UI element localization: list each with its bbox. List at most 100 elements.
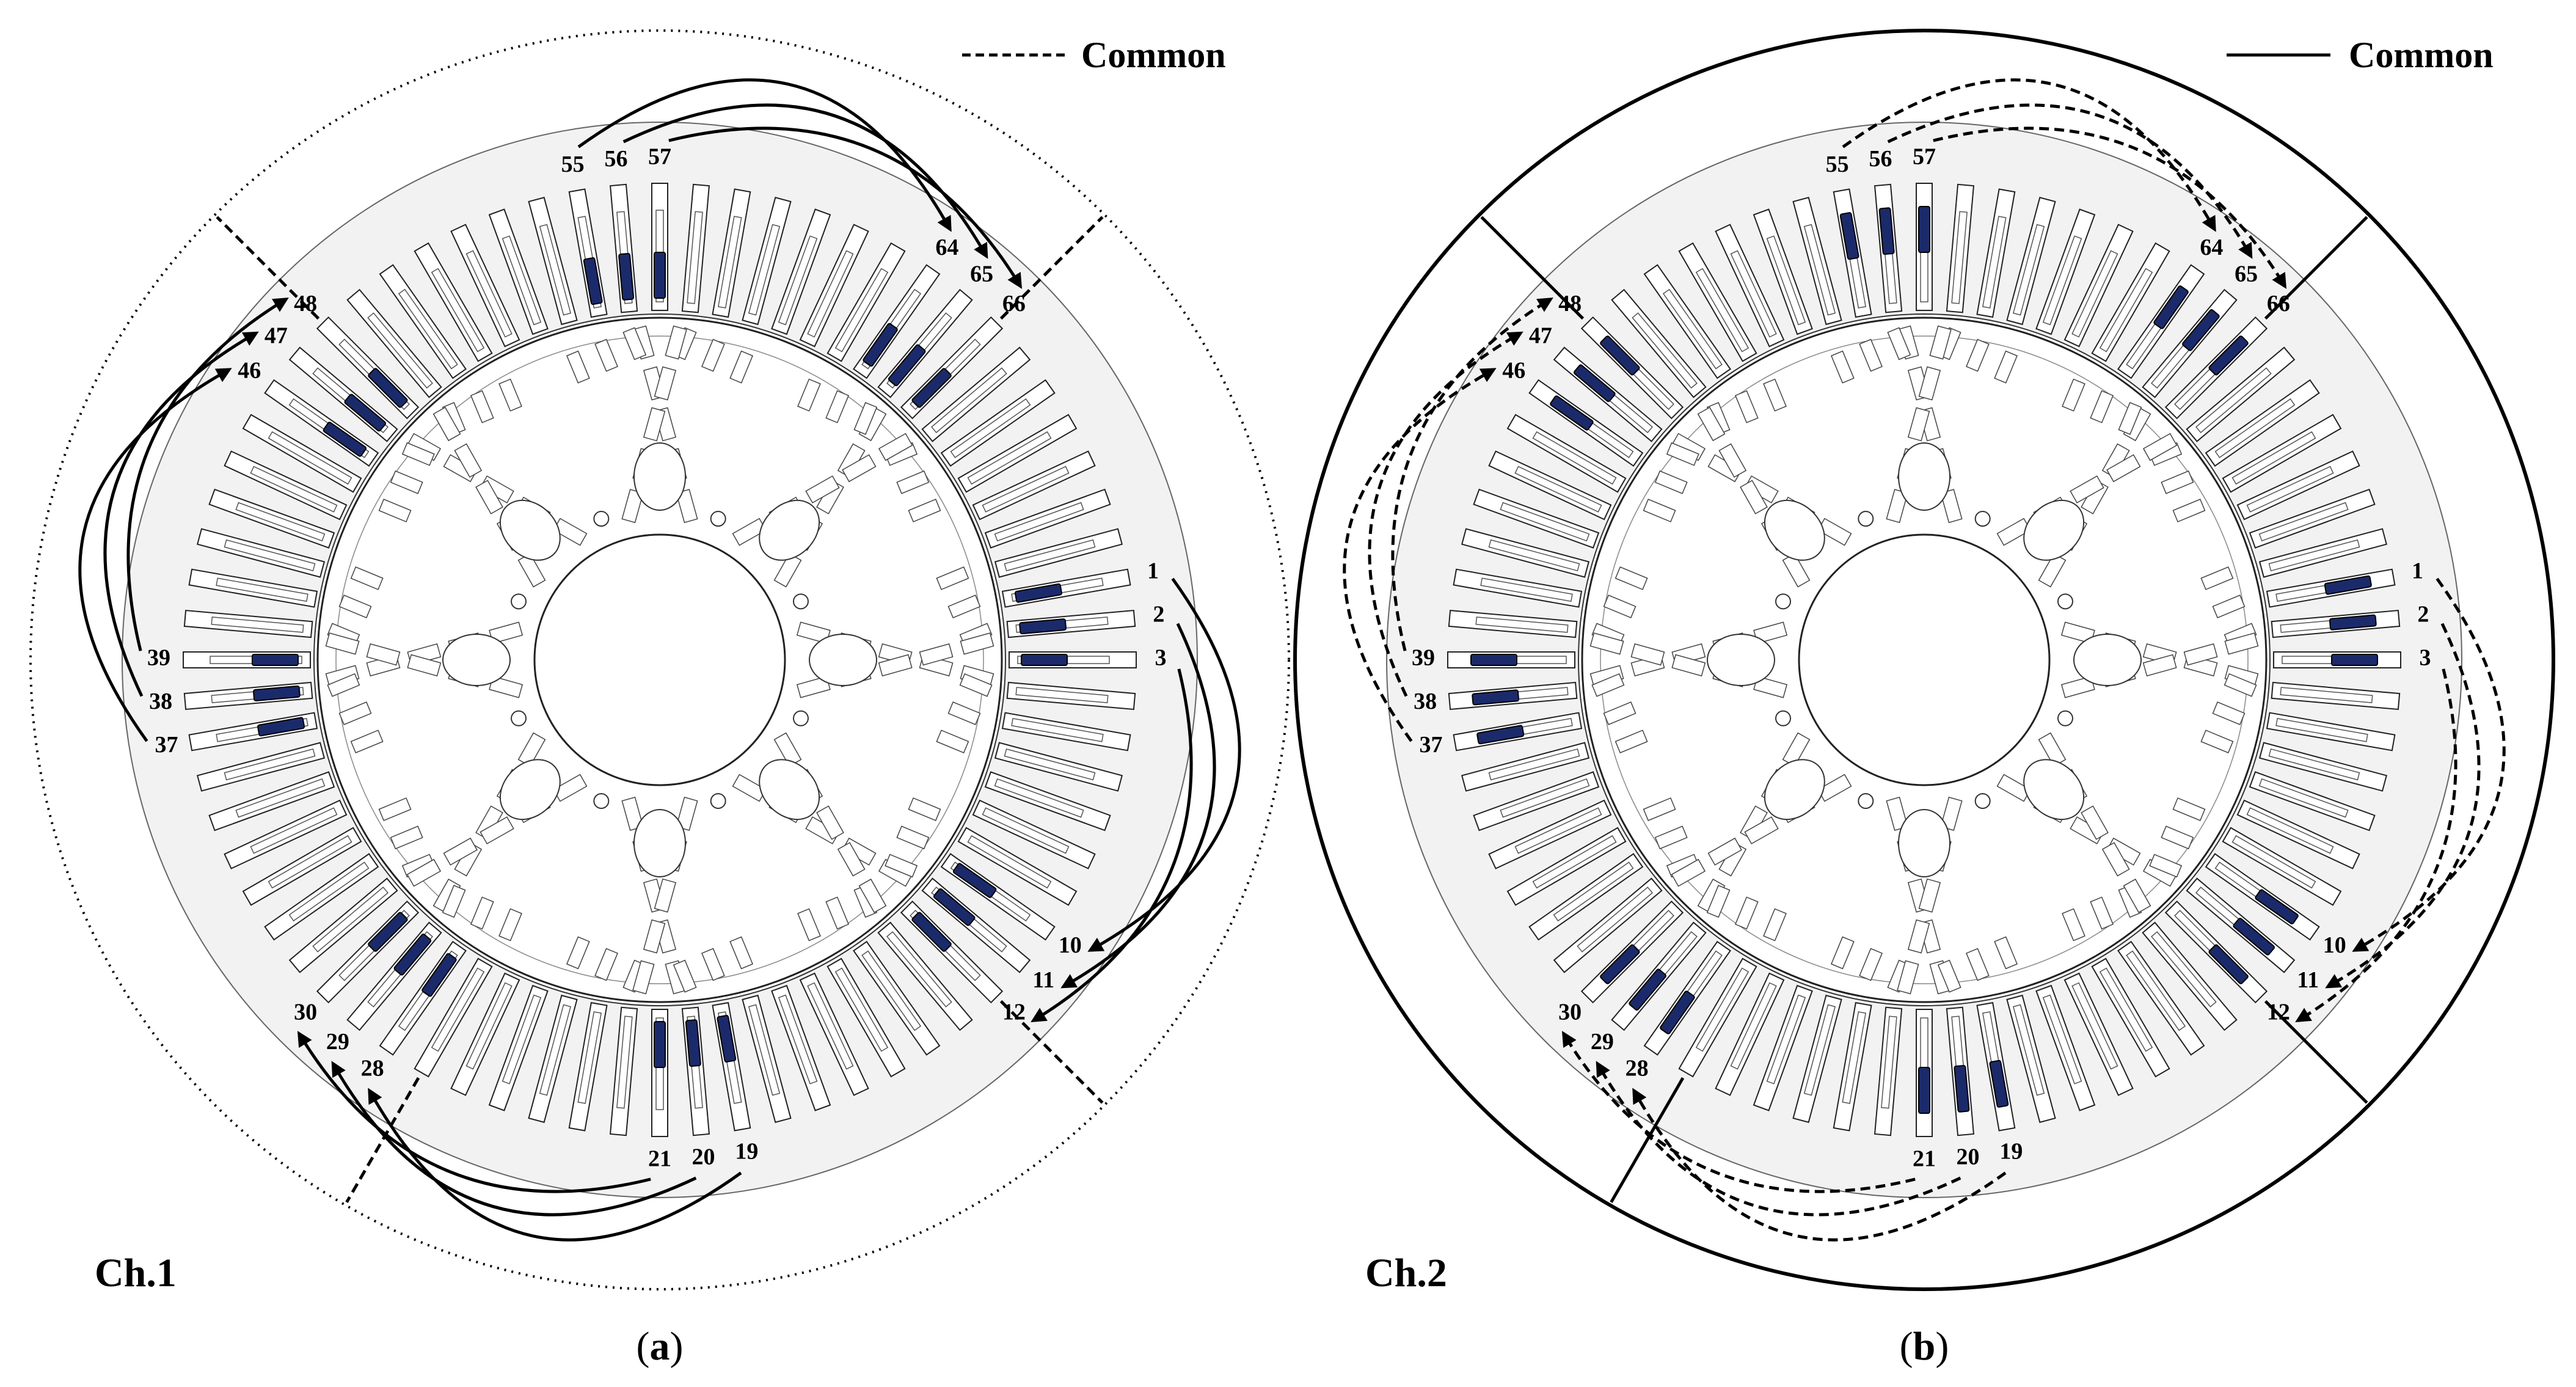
stator-slot [568,1001,608,1132]
slot-number-label: 47 [1529,323,1552,349]
stator-slot [242,827,362,906]
slot-number-label: 56 [1869,146,1892,172]
stator-slot [2273,651,2401,668]
stator-slot [2063,972,2134,1096]
slot-number-label: 65 [970,262,993,287]
stator-slot [2258,742,2388,792]
slot-number-label: 10 [1059,932,1082,958]
slot-number-label: 11 [1032,967,1054,993]
winding-connections [78,78,1241,1242]
stator-slot [1448,681,1578,711]
slot-number-label: 38 [1414,689,1437,714]
sub-caption-a: (a) [637,1324,684,1369]
stator-slot [940,379,1056,467]
active-coil [1878,207,1895,255]
stator-slot [609,1006,638,1136]
channel-label: Ch.1 [95,1251,177,1295]
active-coil [1472,689,1520,706]
stator-slot [742,994,792,1124]
slot-number-label: 48 [294,291,317,317]
stator-slot [1874,1006,1903,1136]
stator-slot [2249,488,2376,549]
stator-slot [568,188,608,318]
stator-slot [712,1001,751,1132]
stator-slot [1833,188,1872,318]
stator-slot [1678,957,1757,1078]
winding-connections [1343,78,2506,1242]
active-coil [1918,1067,1930,1114]
stator-slot [1976,1001,2016,1132]
stator-slot [183,651,311,668]
slot-number-label: 57 [648,144,671,170]
stator-slot [1916,1009,1933,1137]
stator-slot [2222,414,2342,493]
stator-slot [681,183,710,313]
stator-slot [2142,288,2238,398]
stator-slot [1715,224,1785,348]
rotor-holes [1707,442,2142,877]
stator-slot [877,921,973,1031]
stator-slot [1473,488,1600,549]
active-coil [618,253,635,301]
active-coil [1629,968,1666,1011]
stator-slot [346,921,442,1031]
slot-number-label: 3 [2420,645,2431,671]
shaft-bore [533,533,786,786]
slot-number-label: 28 [361,1055,384,1081]
stator-slot [972,799,1096,869]
active-coil [421,953,457,997]
stator-slot [528,994,578,1124]
active-coil [952,863,997,898]
stator-slot [346,288,442,398]
stator-slot [183,681,313,711]
panel-b-legend: Common [2227,35,2494,75]
stator-slot [984,488,1111,549]
active-coil [1600,944,1640,984]
slot-number-label: 30 [294,1000,317,1025]
stator-slot [1946,1006,1975,1136]
active-coil [654,1021,666,1068]
stator-slot [2236,799,2360,869]
stator-slot [1553,877,1663,973]
stator-slot [1874,183,1903,313]
slot-number-label: 55 [1826,152,1849,177]
active-coil [888,344,926,387]
stator-slot [224,799,348,869]
active-coil [685,1019,701,1067]
stator-slots [183,183,1137,1137]
stator-slot [742,196,792,326]
common-divider-line [2264,1000,2368,1104]
stator-slot [1488,799,1612,869]
winding-arc [1391,297,1553,651]
rotor-holes [442,442,877,877]
active-coil [368,912,408,952]
slot-number-label: 19 [735,1138,758,1164]
stator-slot [972,450,1096,521]
stator-slot [984,771,1111,832]
stator-slot [1792,196,1842,326]
stator-slot [208,771,335,832]
active-coil [1954,1064,1970,1113]
stator-slot [651,1009,668,1137]
stator-slot [1643,264,1731,379]
stator-slot [877,288,973,398]
stator-slot [1473,771,1600,832]
stator-slot [288,346,398,442]
magnet-pole [2038,632,2259,913]
stator-slot [1448,609,1578,639]
active-coil [2182,309,2220,351]
stator-slot [651,183,668,311]
stator-slot [994,742,1123,792]
stator-slot [2186,346,2296,442]
slot-number-label: 64 [2200,235,2223,260]
stator-slot [1001,712,1131,752]
stator-slot [1488,450,1612,521]
stator-slot [1528,379,1644,467]
stator-slot [2164,316,2268,420]
slot-number-label: 12 [2267,1000,2290,1025]
stator-slot [2205,853,2320,941]
stator-slot [288,877,398,973]
stator-slot [681,1006,710,1136]
